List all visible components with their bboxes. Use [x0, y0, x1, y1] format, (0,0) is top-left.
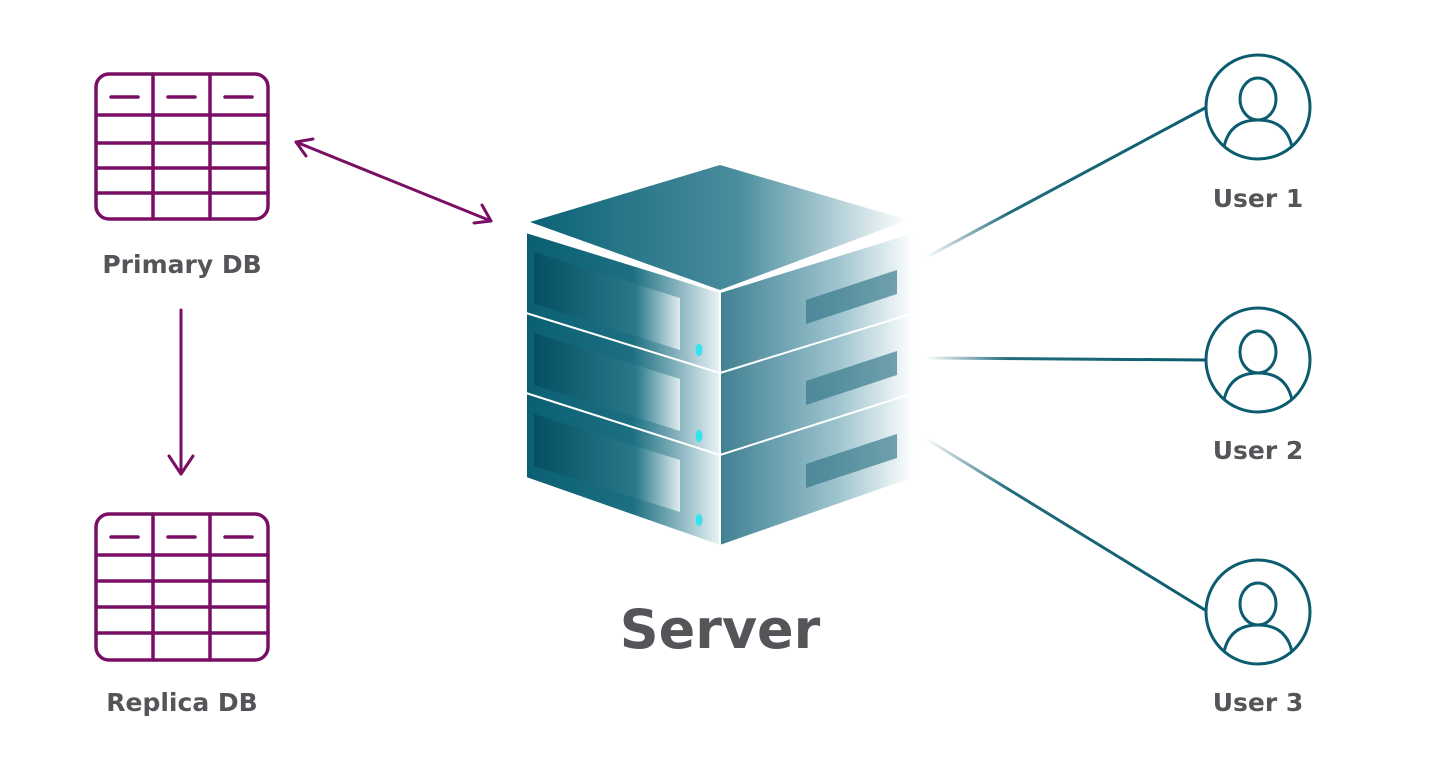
connection-line-user-2 [924, 356, 1206, 362]
user-1-label: User 1 [1212, 184, 1304, 213]
server-top-face [530, 165, 908, 290]
replica-db-label: Replica DB [106, 688, 258, 717]
user-icon-1 [1204, 53, 1312, 161]
server-unit-3 [525, 391, 915, 548]
server-unit-2 [525, 311, 915, 459]
connection-line-user-1 [924, 106, 1206, 260]
user-icon-3 [1204, 558, 1312, 666]
user-connection-lines [924, 106, 1206, 612]
server-indicator-light [695, 514, 703, 526]
server-indicator-light [695, 344, 703, 356]
server-indicator-light [695, 430, 703, 442]
connection-line-user-3 [924, 436, 1206, 612]
primary-db-label: Primary DB [102, 250, 262, 279]
user-icon-2 [1204, 306, 1312, 414]
replica-db-icon [94, 512, 270, 662]
user-3-label: User 3 [1212, 688, 1304, 717]
server-label: Server [619, 598, 821, 661]
server-stack-icon [525, 165, 915, 548]
user-2-label: User 2 [1212, 436, 1304, 465]
primary-db-icon [94, 72, 270, 221]
db-server-arrow [294, 137, 493, 225]
server-unit-1 [525, 230, 915, 377]
replication-arrow [167, 308, 195, 476]
